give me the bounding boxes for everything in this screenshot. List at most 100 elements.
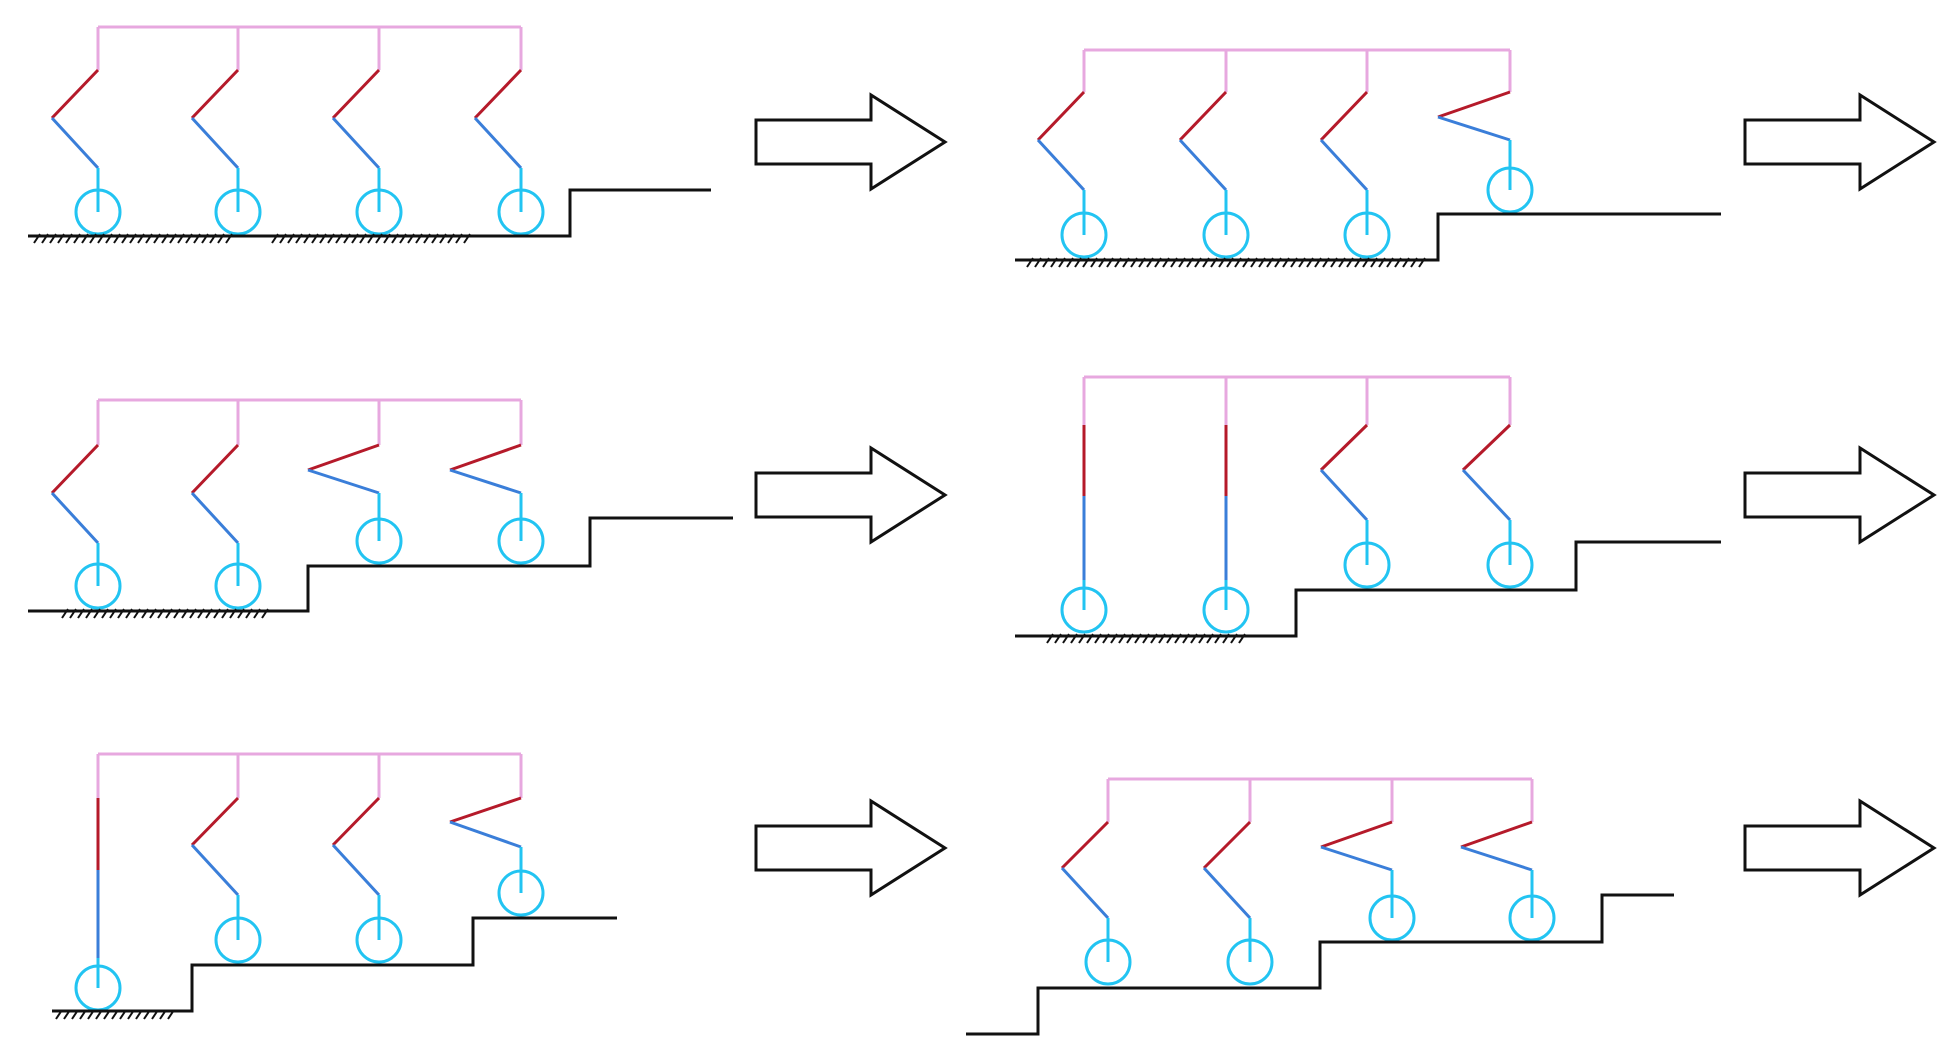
ground-hatch <box>1210 257 1218 268</box>
ground-hatch <box>1122 257 1130 268</box>
ground-hatch <box>1218 257 1226 268</box>
ground-stairs <box>1015 212 1721 262</box>
ground-hatch <box>49 233 57 244</box>
ground-hatch <box>1234 257 1242 268</box>
ground-hatch <box>1206 633 1214 644</box>
ground-hatch <box>141 608 149 619</box>
ground-hatch <box>1330 257 1338 268</box>
thigh <box>1320 820 1393 849</box>
ground-hatch <box>111 1009 119 1020</box>
shin <box>449 468 522 495</box>
ground-hatch <box>1314 257 1322 268</box>
ground-hatch <box>81 233 89 244</box>
ground-hatch <box>375 233 383 244</box>
ground-hatch <box>1298 257 1306 268</box>
ground-hatch <box>1090 257 1098 268</box>
shin <box>307 468 380 495</box>
ground-hatch <box>1086 633 1094 644</box>
shin <box>1060 866 1110 920</box>
ground-hatch <box>161 233 169 244</box>
arrow-3 <box>754 445 948 545</box>
leg-3 <box>307 443 403 565</box>
panel-2 <box>1015 48 1721 268</box>
ground-hatch <box>237 608 245 619</box>
ground-stairs <box>28 516 733 613</box>
ground-hatch <box>311 233 319 244</box>
ground-stairs <box>1015 540 1721 638</box>
leg-1 <box>1060 820 1132 986</box>
panel-4 <box>1015 375 1721 644</box>
ground-hatch <box>63 1009 71 1020</box>
thigh <box>190 796 240 847</box>
ground-hatch <box>1306 257 1314 268</box>
ground-hatch <box>1370 257 1378 268</box>
ground-hatch <box>1238 633 1246 644</box>
arrow-2 <box>1743 92 1937 192</box>
leg-4 <box>1461 423 1534 589</box>
ground-hatch <box>351 233 359 244</box>
ground-hatch <box>225 233 233 244</box>
ground-hatch <box>1050 257 1058 268</box>
thigh <box>331 68 381 120</box>
ground-hatch <box>143 1009 151 1020</box>
ground-hatch <box>1146 257 1154 268</box>
thigh <box>307 443 380 472</box>
ground-hatch <box>1174 633 1182 644</box>
shin <box>1320 845 1393 872</box>
ground-hatch <box>157 608 165 619</box>
thigh <box>449 443 522 472</box>
shin <box>1202 866 1252 920</box>
shin <box>473 116 523 170</box>
ground-hatch <box>1194 257 1202 268</box>
thigh <box>1437 90 1511 119</box>
ground-hatch <box>205 608 213 619</box>
ground-hatch <box>1282 257 1290 268</box>
shin <box>1319 138 1369 192</box>
ground-hatch <box>65 233 73 244</box>
ground-hatch <box>77 608 85 619</box>
leg-2 <box>1202 820 1274 986</box>
ground-hatch <box>229 608 237 619</box>
ground-hatch <box>1078 633 1086 644</box>
ground-hatch <box>137 233 145 244</box>
shin <box>1036 138 1086 192</box>
leg-1 <box>74 798 122 1012</box>
ground-hatch <box>55 1009 63 1020</box>
ground-hatch <box>153 233 161 244</box>
ground-hatch <box>423 233 431 244</box>
ground-hatch <box>447 233 455 244</box>
leg-1 <box>1036 90 1108 259</box>
thigh <box>473 68 523 120</box>
ground-hatch <box>253 608 261 619</box>
ground-hatch <box>1346 257 1354 268</box>
ground-hatch <box>455 233 463 244</box>
ground-hatch <box>193 233 201 244</box>
ground-hatch <box>73 233 81 244</box>
shin <box>190 491 240 545</box>
ground-hatch <box>335 233 343 244</box>
ground-hatch <box>217 233 225 244</box>
ground-hatch <box>1338 257 1346 268</box>
ground-hatch <box>303 233 311 244</box>
ground-hatch <box>1082 257 1090 268</box>
ground-hatch <box>415 233 423 244</box>
ground-hatch <box>197 608 205 619</box>
ground-hatch <box>1158 633 1166 644</box>
ground-hatch <box>1102 633 1110 644</box>
ground-hatch <box>87 1009 95 1020</box>
thigh <box>50 68 100 120</box>
leg-4 <box>1460 820 1556 942</box>
shin <box>331 116 381 170</box>
ground-hatch <box>1154 257 1162 268</box>
ground-hatch <box>1106 257 1114 268</box>
shin <box>1461 468 1512 522</box>
shin <box>1319 468 1369 522</box>
thigh <box>1202 820 1252 870</box>
ground-hatch <box>71 1009 79 1020</box>
ground-hatch <box>383 233 391 244</box>
ground-hatch <box>89 233 97 244</box>
ground-hatch <box>167 1009 175 1020</box>
shin <box>190 843 240 897</box>
ground-hatch <box>133 608 141 619</box>
